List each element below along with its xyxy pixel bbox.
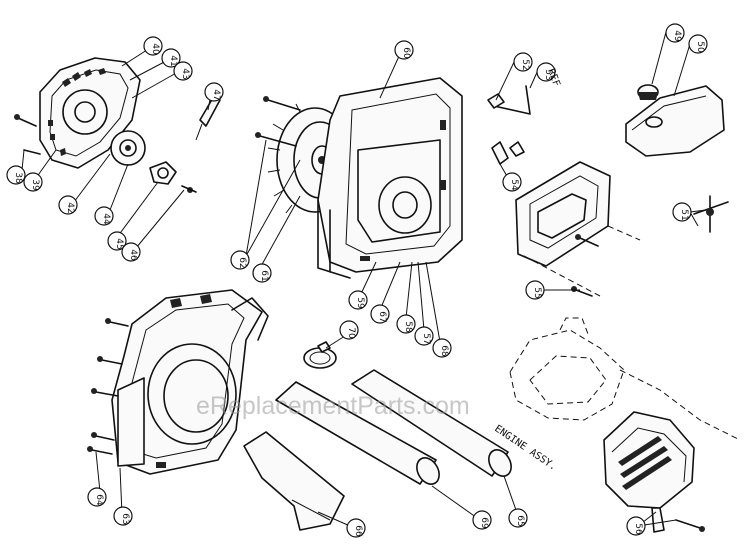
callout: 53 [536, 62, 556, 82]
tubes-group [243, 341, 512, 531]
svg-text:63: 63 [120, 513, 130, 524]
svg-text:52: 52 [520, 59, 530, 70]
rear-housing-group [87, 289, 269, 475]
callout: 38 [6, 165, 26, 185]
svg-text:53: 53 [543, 69, 553, 80]
callout: 55 [525, 280, 545, 300]
svg-text:62: 62 [237, 257, 247, 268]
svg-text:61: 61 [259, 270, 269, 281]
engine-outline [509, 329, 625, 421]
callout: 64 [87, 487, 107, 507]
starter-pawl [149, 161, 177, 185]
nozzle [243, 431, 345, 531]
callout: 47 [204, 82, 224, 102]
callout: 49 [665, 23, 685, 43]
svg-text:44: 44 [101, 213, 111, 225]
svg-text:51: 51 [679, 209, 689, 220]
svg-text:70: 70 [346, 327, 356, 339]
svg-text:41: 41 [168, 55, 178, 66]
svg-text:54: 54 [509, 179, 519, 191]
svg-text:47: 47 [211, 89, 221, 100]
svg-text:40: 40 [150, 43, 160, 55]
svg-text:42: 42 [65, 202, 75, 213]
callout: 43 [173, 61, 193, 81]
svg-text:49: 49 [672, 30, 682, 42]
callout: 58 [396, 314, 416, 334]
callout: 65 [508, 508, 528, 528]
callout: 57 [414, 326, 434, 346]
leader-lines [21, 31, 707, 527]
callout: 39 [23, 172, 43, 192]
fuel-tank-group [515, 84, 729, 297]
callout: 50 [688, 34, 708, 54]
svg-text:45: 45 [114, 238, 124, 249]
blower-tube-2 [351, 369, 509, 477]
main-fan-housing [317, 77, 463, 273]
svg-text:43: 43 [180, 68, 190, 79]
fan-housing-group [255, 77, 531, 279]
svg-text:55: 55 [532, 287, 542, 298]
svg-text:60: 60 [401, 47, 411, 59]
svg-text:56: 56 [633, 523, 643, 535]
svg-text:39: 39 [30, 179, 40, 191]
svg-text:67: 67 [377, 311, 387, 322]
callout: 63 [113, 506, 133, 526]
throttle-lever [491, 141, 509, 165]
callout: 45 [107, 231, 127, 251]
svg-text:58: 58 [403, 321, 413, 333]
callout: 52 [513, 52, 533, 72]
ref-label: REF [545, 67, 562, 88]
throttle-rod [493, 85, 531, 115]
svg-text:66: 66 [353, 525, 363, 537]
callout: 60 [394, 40, 414, 60]
svg-text:38: 38 [13, 172, 23, 184]
hose-clamp [303, 347, 337, 369]
svg-text:50: 50 [695, 41, 705, 53]
callout-group: 40 41 43 47 38 39 42 44 45 46 60 52 50 4… [6, 23, 708, 538]
svg-text:46: 46 [128, 249, 138, 261]
svg-text:57: 57 [421, 333, 431, 344]
engine-group: ENGINE ASSY. [492, 317, 741, 533]
callout: 42 [58, 195, 78, 215]
svg-text:68: 68 [439, 345, 449, 357]
blower-tube-1 [275, 381, 437, 485]
callout: 59 [348, 290, 368, 310]
callout: 41 [161, 48, 181, 68]
fuel-tank [625, 85, 725, 157]
svg-text:59: 59 [355, 297, 365, 309]
callout: 56 [626, 516, 646, 536]
callout: 67 [370, 304, 390, 324]
callout: 70 [339, 320, 359, 340]
callout: 40 [143, 36, 163, 56]
svg-text:69: 69 [479, 517, 489, 529]
callout: 54 [502, 172, 522, 192]
callout: 69 [472, 510, 492, 530]
callout: 68 [432, 338, 452, 358]
svg-text:64: 64 [94, 494, 104, 506]
callout: 61 [252, 263, 272, 283]
callout: 46 [121, 242, 141, 262]
svg-text:65: 65 [515, 515, 525, 526]
callout: 51 [672, 202, 692, 222]
watermark: eReplacementParts.com [196, 392, 470, 420]
callout: 66 [346, 518, 366, 538]
callout: 62 [230, 250, 250, 270]
callout: 44 [94, 206, 114, 226]
